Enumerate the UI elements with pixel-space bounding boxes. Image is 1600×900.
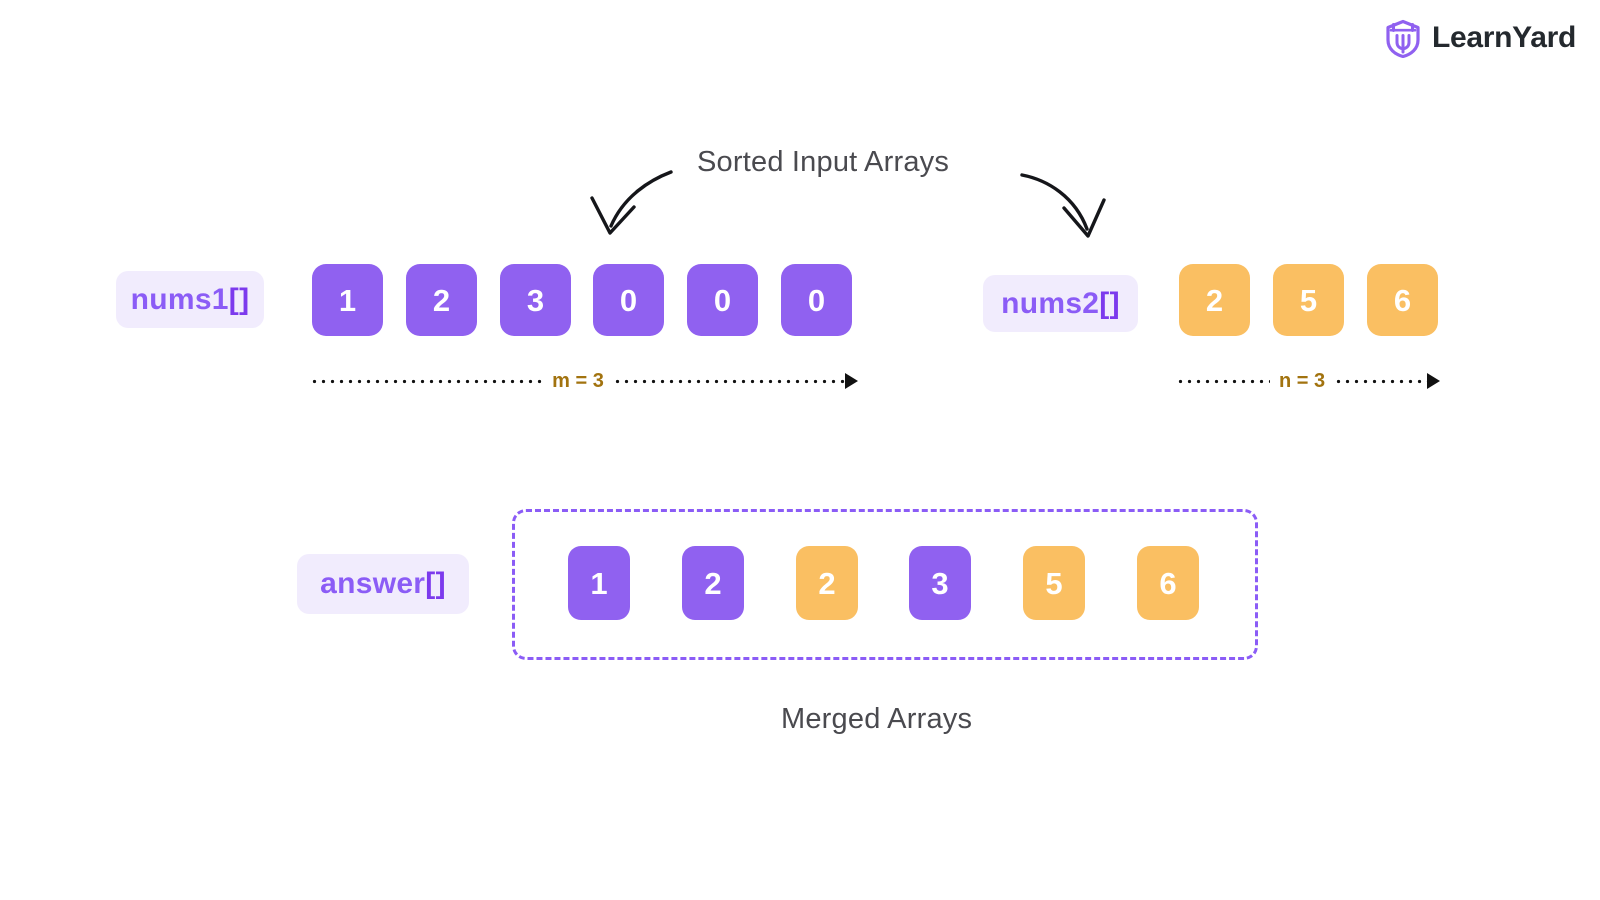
- ruler-dots-right: [612, 378, 847, 384]
- array-cell: 2: [796, 546, 858, 620]
- shield-logo-icon: [1386, 19, 1420, 58]
- label-answer: answer[]: [297, 554, 469, 614]
- label-nums2: nums2[]: [983, 275, 1138, 332]
- caption-merged-arrays: Merged Arrays: [781, 703, 973, 735]
- array-cell: 5: [1023, 546, 1085, 620]
- label-brackets: []: [228, 282, 250, 316]
- array-cell: 5: [1273, 264, 1344, 336]
- array-cell: 6: [1137, 546, 1199, 620]
- label-nums2-text: nums2[]: [1001, 286, 1120, 320]
- label-brackets: []: [1099, 286, 1120, 320]
- array-cell: 1: [312, 264, 383, 336]
- ruler-dots-left: [1176, 378, 1270, 384]
- ruler-label-m: m = 3: [552, 370, 604, 392]
- array-cell: 0: [781, 264, 852, 336]
- span-ruler-m: m = 3: [310, 368, 859, 394]
- brand-name: LearnYard: [1431, 21, 1576, 54]
- ruler-dots-left: [310, 378, 544, 384]
- array-cell: 3: [909, 546, 971, 620]
- label-answer-text: answer[]: [320, 567, 446, 600]
- ruler-dots-right: [1334, 378, 1429, 384]
- ruler-arrowhead-icon: [845, 373, 859, 389]
- ruler-arrowhead-icon: [1427, 373, 1441, 389]
- merged-array-container: [512, 509, 1258, 660]
- array-cell: 2: [406, 264, 477, 336]
- array-cell: 0: [593, 264, 664, 336]
- array-cell: 3: [500, 264, 571, 336]
- label-nums1: nums1[]: [116, 271, 264, 328]
- array-cell: 0: [687, 264, 758, 336]
- label-brackets: []: [425, 567, 446, 600]
- caption-sorted-input-arrays: Sorted Input Arrays: [697, 146, 950, 178]
- array-cell: 2: [682, 546, 744, 620]
- curved-arrow-down-right-icon: [1020, 173, 1106, 238]
- array-cell: 6: [1367, 264, 1438, 336]
- span-ruler-n: n = 3: [1176, 368, 1441, 394]
- label-nums1-text: nums1[]: [130, 282, 250, 316]
- array-cell: 2: [1179, 264, 1250, 336]
- ruler-label-n: n = 3: [1278, 370, 1326, 392]
- array-cell: 1: [568, 546, 630, 620]
- brand-logo: LearnYard: [1384, 18, 1576, 58]
- curved-arrow-down-left-icon: [590, 170, 673, 235]
